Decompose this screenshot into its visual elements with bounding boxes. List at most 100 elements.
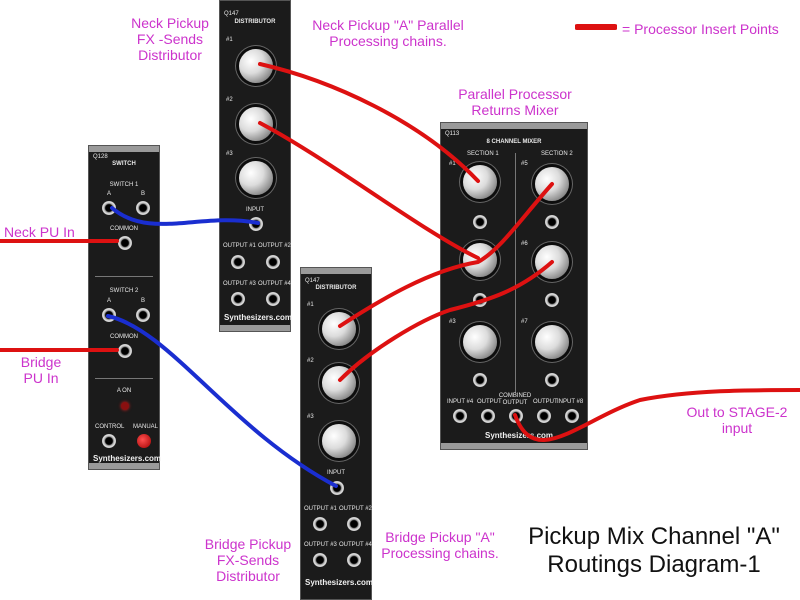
neck-pu-in-label: Neck PU In	[4, 224, 75, 240]
bridge-processing-label: Bridge Pickup "A" Processing chains.	[381, 529, 499, 561]
mixer-knob-5[interactable]	[535, 167, 569, 201]
knob-label: #1	[307, 302, 314, 308]
output-label: OUTPUT #2	[258, 243, 291, 249]
bottom-label: COMBINED OUTPUT	[498, 393, 532, 406]
module-name: DISTRIBUTOR	[315, 285, 357, 291]
knob-label: #3	[307, 414, 314, 420]
manual-button[interactable]	[137, 434, 151, 448]
mixer-input-jack-5[interactable]	[545, 215, 559, 229]
knob-label: #5	[521, 161, 528, 167]
bottom-label: OUTPUT	[477, 399, 502, 405]
mixer-knob-3[interactable]	[463, 325, 497, 359]
brand-label: Synthesizers.com	[305, 578, 374, 587]
output-label: OUTPUT #3	[223, 281, 256, 287]
legend-text: = Processor Insert Points	[622, 21, 779, 37]
module-id: Q147	[224, 11, 239, 17]
distributor-top-module: Q147 DISTRIBUTOR #1 #2 #3 INPUT OUTPUT #…	[219, 0, 293, 332]
neck-fx-sends-label: Neck Pickup FX -Sends Distributor	[131, 15, 209, 63]
switch1-label: SWITCH 1	[109, 182, 139, 188]
output-jack-3[interactable]	[313, 553, 327, 567]
mixer-input-jack-7[interactable]	[545, 373, 559, 387]
manual-label: MANUAL	[133, 424, 159, 430]
bottom-label: OUTPUT	[533, 399, 558, 405]
knob-label: #1	[226, 37, 233, 43]
combined-output-jack[interactable]	[509, 409, 523, 423]
output-jack-4[interactable]	[266, 292, 280, 306]
brand-label: Synthesizers.com	[93, 454, 162, 463]
common-label: COMMON	[110, 226, 138, 232]
knob-label: #1	[449, 161, 456, 167]
mixer-knob-2[interactable]	[463, 243, 497, 277]
output-jack-1[interactable]	[313, 517, 327, 531]
output-jack-3[interactable]	[231, 292, 245, 306]
a-on-led	[121, 402, 129, 410]
module-name: DISTRIBUTOR	[234, 19, 276, 25]
level-knob-1[interactable]	[322, 312, 356, 346]
bridge-pu-in-label: Bridge PU In	[20, 354, 62, 386]
input-label: INPUT	[246, 207, 264, 213]
knob-label: #2	[226, 97, 233, 103]
parallel-returns-label: Parallel Processor Returns Mixer	[458, 86, 572, 118]
module-id: Q128	[93, 154, 108, 160]
switch2-common-jack[interactable]	[118, 344, 132, 358]
mixer-knob-1[interactable]	[463, 165, 497, 199]
level-knob-3[interactable]	[322, 424, 356, 458]
neck-parallel-label: Neck Pickup "A" Parallel Processing chai…	[312, 17, 464, 49]
mixer-knob-6[interactable]	[535, 245, 569, 279]
b-label: B	[141, 298, 146, 304]
control-label: CONTROL	[95, 424, 125, 430]
out-stage2-label: Out to STAGE-2 input	[686, 404, 788, 436]
knob-label: #2	[307, 358, 314, 364]
output-jack-2[interactable]	[347, 517, 361, 531]
module-id: Q113	[445, 131, 460, 137]
input-jack[interactable]	[330, 481, 344, 495]
level-knob-2[interactable]	[322, 366, 356, 400]
input-jack[interactable]	[249, 217, 263, 231]
knob-label: #3	[226, 151, 233, 157]
mixer-input-jack-2[interactable]	[473, 293, 487, 307]
brand-label: Synthesizers.com	[224, 313, 293, 322]
output-label: OUTPUT #1	[223, 243, 256, 249]
mixer-input-jack-1[interactable]	[473, 215, 487, 229]
level-knob-2[interactable]	[239, 107, 273, 141]
mixer-module: Q113 8 CHANNEL MIXER SECTION 1 SECTION 2…	[440, 122, 588, 450]
output-label: OUTPUT #4	[258, 281, 291, 287]
output-jack-right[interactable]	[537, 409, 551, 423]
input-4-jack[interactable]	[453, 409, 467, 423]
switch2-b-jack[interactable]	[136, 308, 150, 322]
bottom-label: INPUT #4	[447, 399, 474, 405]
control-jack[interactable]	[102, 434, 116, 448]
knob-label: #7	[521, 319, 528, 325]
mixer-input-jack-6[interactable]	[545, 293, 559, 307]
input-label: INPUT	[327, 470, 345, 476]
a-label: A	[107, 191, 112, 197]
switch1-common-jack[interactable]	[118, 236, 132, 250]
mixer-input-jack-3[interactable]	[473, 373, 487, 387]
switch1-b-jack[interactable]	[136, 201, 150, 215]
common-label: COMMON	[110, 334, 138, 340]
b-label: B	[141, 191, 146, 197]
mixer-knob-7[interactable]	[535, 325, 569, 359]
output-label: OUTPUT #4	[339, 542, 372, 548]
brand-label: Synthesizers.com	[485, 431, 554, 440]
switch-module: Q128 SWITCH SWITCH 1 A B COMMON SWITCH 2…	[88, 145, 162, 470]
input-8-jack[interactable]	[565, 409, 579, 423]
knob-label: #6	[521, 241, 528, 247]
level-knob-3[interactable]	[239, 161, 273, 195]
switch2-label: SWITCH 2	[109, 288, 139, 294]
knob-label: #3	[449, 319, 456, 325]
output-label: OUTPUT #1	[304, 506, 337, 512]
section1-label: SECTION 1	[467, 151, 499, 157]
switch1-a-jack[interactable]	[102, 201, 116, 215]
output-jack-left[interactable]	[481, 409, 495, 423]
output-label: OUTPUT #2	[339, 506, 372, 512]
output-jack-4[interactable]	[347, 553, 361, 567]
level-knob-1[interactable]	[239, 49, 273, 83]
module-name: SWITCH	[112, 161, 136, 167]
switch2-a-jack[interactable]	[102, 308, 116, 322]
distributor-bottom-module: Q147 DISTRIBUTOR #1 #2 #3 INPUT OUTPUT #…	[300, 267, 374, 600]
bottom-label: INPUT #8	[557, 399, 584, 405]
output-jack-1[interactable]	[231, 255, 245, 269]
section2-label: SECTION 2	[541, 151, 573, 157]
output-jack-2[interactable]	[266, 255, 280, 269]
